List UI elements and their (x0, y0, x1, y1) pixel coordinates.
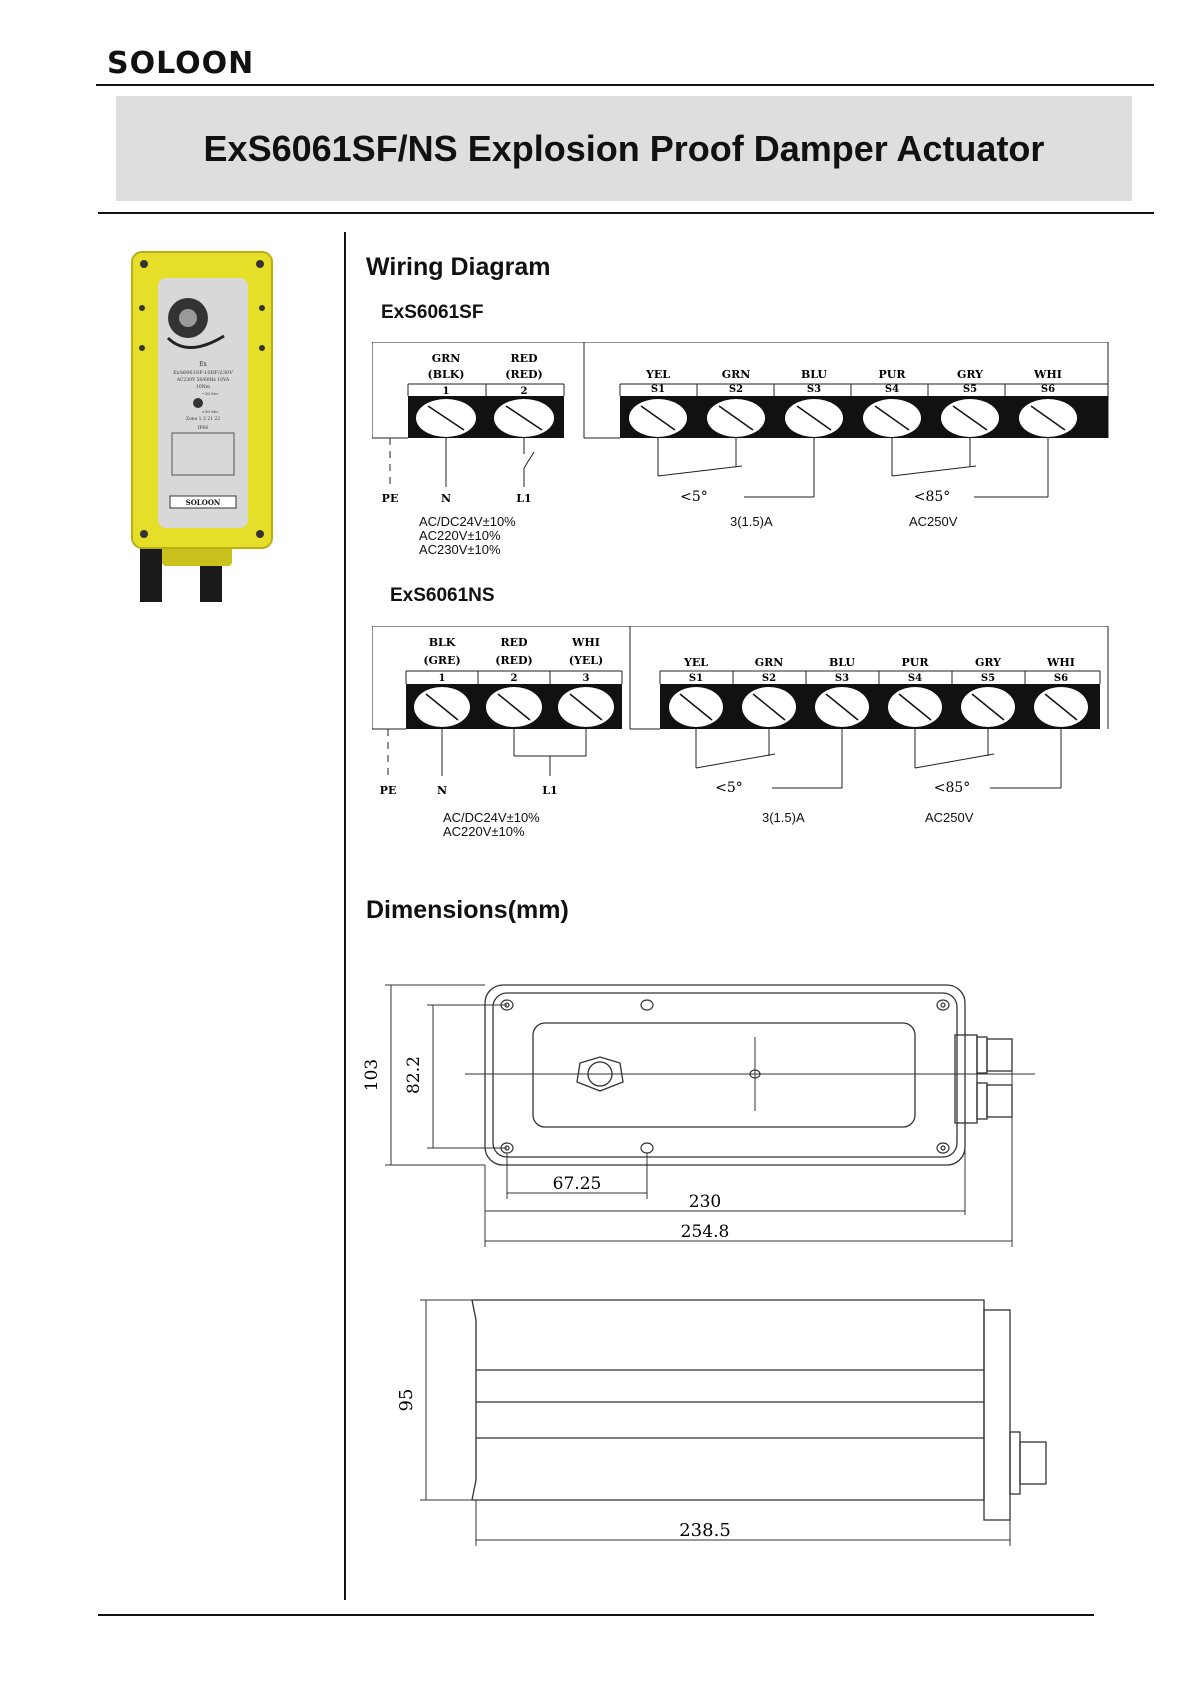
photo-label: Ex (199, 361, 207, 368)
terminal-number: 2 (511, 673, 518, 684)
switch-number: S1 (651, 384, 665, 395)
terminal-number: 2 (521, 386, 528, 397)
switch-color-label: YEL (683, 656, 708, 669)
dimension-side-view: 95 238.5 (396, 1299, 1047, 1546)
photo-label: IP66 (198, 425, 209, 431)
photo-label: 10Nm (196, 384, 211, 390)
dim-body-length: 230 (689, 1192, 721, 1212)
switch-color-label: BLU (801, 368, 827, 381)
column-divider (344, 232, 346, 1600)
switch-number: S4 (885, 384, 899, 395)
switch-color-label: PUR (901, 656, 929, 669)
dim-hole-spacing: 67.25 (553, 1174, 602, 1194)
power-note-line: AC220V±10% (419, 528, 501, 543)
power-note-line: AC230V±10% (419, 542, 501, 557)
terminal-color-label: RED (510, 352, 538, 365)
dim-side-height: 95 (396, 1389, 417, 1412)
switch-angle-low: <5° (680, 489, 708, 505)
switch-angle-high: <85° (934, 780, 971, 796)
power-note-line: AC/DC24V±10% (443, 810, 540, 825)
footer-rule (98, 1614, 1094, 1616)
brand-logo: SOLOON (107, 46, 255, 81)
switch-number: S1 (689, 673, 703, 684)
dim-height-inner: 82.2 (404, 1056, 424, 1094)
terminal-color-label: WHI (571, 636, 600, 649)
wiring-diagram-sf: GRN (BLK) 1 RED (RED) 2 YEL S1 GRN S2 BL… (372, 342, 1109, 505)
wiring-heading: Wiring Diagram (366, 253, 551, 281)
terminal-alt-label: (GRE) (423, 654, 460, 667)
switch-color-label: GRY (957, 368, 983, 381)
title-band: ExS6061SF/NS Explosion Proof Damper Actu… (116, 96, 1132, 201)
page-title: ExS6061SF/NS Explosion Proof Damper Actu… (203, 127, 1045, 169)
current-rating-ns: 3(1.5)A (762, 810, 805, 825)
switch-number: S2 (762, 673, 776, 684)
switch-number: S6 (1054, 673, 1068, 684)
dimensions-heading: Dimensions(mm) (366, 896, 569, 924)
wire-label-pe: PE (382, 492, 399, 505)
switch-angle-low: <5° (715, 780, 743, 796)
wiring-sf-title: ExS6061SF (381, 302, 484, 323)
photo-label: AC230V 50/60Hz 10VA (176, 377, 230, 383)
dim-height-outer: 103 (362, 1059, 382, 1091)
terminal-color-label: RED (500, 636, 528, 649)
photo-label: <30 Sec (201, 409, 219, 414)
dim-side-length: 238.5 (679, 1520, 731, 1541)
power-note-line: AC/DC24V±10% (419, 514, 516, 529)
switch-color-label: BLU (829, 656, 855, 669)
wire-label-pe: PE (380, 784, 397, 796)
photo-label: SOLOON (186, 498, 221, 507)
switch-number: S3 (807, 384, 821, 395)
power-note-line: AC220V±10% (443, 824, 525, 839)
switch-color-label: GRN (722, 368, 751, 381)
title-rule (98, 212, 1154, 214)
wire-label-n: N (437, 784, 447, 796)
terminal-number: 1 (439, 673, 446, 684)
switch-number: S3 (835, 673, 849, 684)
switch-color-label: WHI (1046, 656, 1075, 669)
dim-total-length: 254.8 (681, 1222, 730, 1242)
power-note-ns: AC/DC24V±10% AC220V±10% (443, 811, 540, 839)
terminal-color-label: BLK (429, 636, 456, 649)
photo-label: ~30 Sec (201, 391, 219, 396)
power-note-sf: AC/DC24V±10% AC220V±10% AC230V±10% (419, 515, 516, 557)
wire-label-l1: L1 (542, 784, 557, 796)
terminal-number: 3 (583, 673, 590, 684)
terminal-alt-label: (RED) (495, 654, 532, 667)
current-rating-sf: 3(1.5)A (730, 514, 773, 529)
switch-color-label: GRY (975, 656, 1001, 669)
terminal-alt-label: (YEL) (569, 654, 603, 667)
dimension-top-view: 103 82.2 67.25 230 254.8 (362, 984, 1035, 1247)
switch-number: S5 (963, 384, 977, 395)
photo-label: Zone 1 2 21 22 (186, 416, 220, 422)
switch-number: S4 (908, 673, 922, 684)
wiring-ns-title: ExS6061NS (390, 585, 495, 606)
terminal-alt-label: (RED) (505, 368, 542, 381)
switch-angle-high: <85° (914, 489, 951, 505)
wire-label-l1: L1 (516, 492, 531, 505)
switch-color-label: GRN (755, 656, 784, 669)
terminal-color-label: GRN (432, 352, 461, 365)
switch-color-label: PUR (878, 368, 906, 381)
wiring-diagram-ns: BLK (GRE) 1 RED (RED) 2 WHI (YEL) 3 YEL … (372, 626, 1109, 796)
terminal-number: 1 (443, 386, 450, 397)
voltage-rating-sf: AC250V (909, 514, 958, 529)
product-photo: Ex ExS6061SF-10DF/230V AC230V 50/60Hz 10… (131, 251, 273, 602)
voltage-rating-ns: AC250V (925, 810, 974, 825)
switch-number: S5 (981, 673, 995, 684)
switch-number: S2 (729, 384, 743, 395)
switch-color-label: YEL (645, 368, 670, 381)
terminal-alt-label: (BLK) (427, 368, 464, 381)
switch-color-label: WHI (1033, 368, 1062, 381)
wire-label-n: N (441, 492, 451, 505)
header-rule (96, 84, 1154, 86)
switch-number: S6 (1041, 384, 1055, 395)
photo-label: ExS6061SF-10DF/230V (173, 370, 233, 376)
